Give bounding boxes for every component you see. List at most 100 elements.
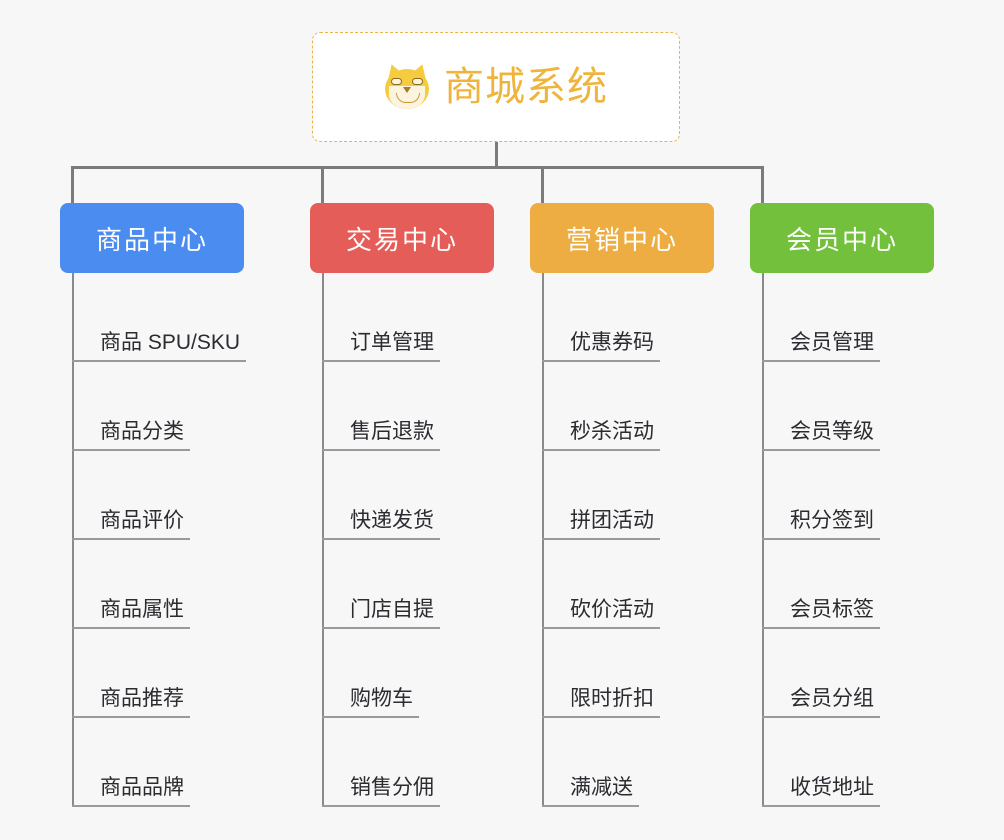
leaf-item[interactable]: 商品品牌 bbox=[60, 718, 280, 807]
leaf-item-underline bbox=[322, 538, 440, 540]
leaf-item-underline bbox=[322, 627, 440, 629]
leaf-item[interactable]: 购物车 bbox=[310, 629, 530, 718]
branch-trunk-line-2 bbox=[322, 273, 324, 807]
leaf-item-underline bbox=[72, 538, 190, 540]
leaf-item-label: 限时折扣 bbox=[570, 687, 654, 710]
connector-drop-4 bbox=[760, 166, 764, 203]
branch-trunk-line-4 bbox=[762, 273, 764, 807]
leaf-item[interactable]: 拼团活动 bbox=[530, 451, 750, 540]
leaf-list-3: 优惠券码秒杀活动拼团活动砍价活动限时折扣满减送 bbox=[530, 273, 750, 807]
leaf-item-label: 会员标签 bbox=[790, 598, 874, 621]
leaf-item[interactable]: 会员管理 bbox=[750, 273, 970, 362]
leaf-item-underline bbox=[322, 716, 419, 718]
branch-header-1[interactable]: 商品中心 bbox=[60, 203, 244, 273]
leaf-item-underline bbox=[72, 449, 190, 451]
leaf-item-underline bbox=[72, 360, 246, 362]
leaf-item-underline bbox=[542, 805, 639, 807]
branch-header-3[interactable]: 营销中心 bbox=[530, 203, 714, 273]
connector-drop-2 bbox=[320, 166, 324, 203]
leaf-item-underline bbox=[762, 805, 880, 807]
leaf-item-label: 拼团活动 bbox=[570, 509, 654, 532]
branch-header-2[interactable]: 交易中心 bbox=[310, 203, 494, 273]
branch-column-3: 营销中心优惠券码秒杀活动拼团活动砍价活动限时折扣满减送 bbox=[530, 203, 750, 807]
leaf-item[interactable]: 会员等级 bbox=[750, 362, 970, 451]
leaf-item[interactable]: 商品属性 bbox=[60, 540, 280, 629]
leaf-item-underline bbox=[762, 449, 880, 451]
leaf-item-label: 商品分类 bbox=[100, 420, 184, 443]
leaf-item-underline bbox=[542, 716, 660, 718]
leaf-item-label: 商品评价 bbox=[100, 509, 184, 532]
leaf-item-underline bbox=[762, 360, 880, 362]
leaf-item[interactable]: 砍价活动 bbox=[530, 540, 750, 629]
leaf-item[interactable]: 订单管理 bbox=[310, 273, 530, 362]
leaf-item[interactable]: 门店自提 bbox=[310, 540, 530, 629]
leaf-item[interactable]: 商品分类 bbox=[60, 362, 280, 451]
leaf-item-label: 售后退款 bbox=[350, 420, 434, 443]
leaf-item[interactable]: 会员分组 bbox=[750, 629, 970, 718]
branch-header-label: 会员中心 bbox=[785, 224, 898, 255]
leaf-item-label: 收货地址 bbox=[790, 776, 874, 799]
leaf-item-underline bbox=[322, 360, 440, 362]
leaf-item[interactable]: 限时折扣 bbox=[530, 629, 750, 718]
leaf-item[interactable]: 商品推荐 bbox=[60, 629, 280, 718]
leaf-item-label: 商品 SPU/SKU bbox=[100, 331, 241, 354]
leaf-item[interactable]: 销售分佣 bbox=[310, 718, 530, 807]
leaf-item-underline bbox=[322, 449, 440, 451]
leaf-item[interactable]: 优惠券码 bbox=[530, 273, 750, 362]
leaf-item[interactable]: 满减送 bbox=[530, 718, 750, 807]
leaf-item-label: 购物车 bbox=[350, 687, 413, 710]
leaf-item-label: 优惠券码 bbox=[570, 331, 654, 354]
connector-horizontal-bus bbox=[72, 166, 762, 169]
leaf-item-underline bbox=[322, 805, 440, 807]
leaf-item[interactable]: 收货地址 bbox=[750, 718, 970, 807]
leaf-item-label: 会员等级 bbox=[790, 420, 874, 443]
leaf-item[interactable]: 会员标签 bbox=[750, 540, 970, 629]
branch-header-label: 商品中心 bbox=[95, 224, 208, 255]
branch-column-4: 会员中心会员管理会员等级积分签到会员标签会员分组收货地址 bbox=[750, 203, 970, 807]
root-node-title: 商城系统 bbox=[444, 65, 608, 109]
branch-header-4[interactable]: 会员中心 bbox=[750, 203, 934, 273]
leaf-item-label: 商品品牌 bbox=[100, 776, 184, 799]
leaf-item-label: 积分签到 bbox=[790, 509, 874, 532]
branch-header-label: 营销中心 bbox=[565, 224, 678, 255]
leaf-item-label: 销售分佣 bbox=[350, 776, 434, 799]
branch-column-1: 商品中心商品 SPU/SKU 商品分类商品评价商品属性商品推荐商品品牌 bbox=[60, 203, 280, 807]
leaf-item[interactable]: 快递发货 bbox=[310, 451, 530, 540]
leaf-item[interactable]: 秒杀活动 bbox=[530, 362, 750, 451]
connector-drop-1 bbox=[70, 166, 74, 203]
leaf-item-label: 商品属性 bbox=[100, 598, 184, 621]
branch-header-label: 交易中心 bbox=[345, 224, 458, 255]
leaf-item-label: 满减送 bbox=[570, 776, 633, 799]
root-node-shop-system[interactable]: 商城系统 bbox=[312, 32, 680, 142]
connector-root-stem bbox=[494, 142, 498, 169]
leaf-list-4: 会员管理会员等级积分签到会员标签会员分组收货地址 bbox=[750, 273, 970, 807]
leaf-item[interactable]: 商品 SPU/SKU bbox=[60, 273, 280, 362]
leaf-item[interactable]: 售后退款 bbox=[310, 362, 530, 451]
branch-column-2: 交易中心订单管理售后退款快递发货门店自提购物车销售分佣 bbox=[310, 203, 530, 807]
leaf-item-underline bbox=[762, 716, 880, 718]
branch-trunk-line-3 bbox=[542, 273, 544, 807]
shiba-dog-face-icon bbox=[383, 61, 431, 110]
leaf-list-1: 商品 SPU/SKU 商品分类商品评价商品属性商品推荐商品品牌 bbox=[60, 273, 280, 807]
leaf-item[interactable]: 积分签到 bbox=[750, 451, 970, 540]
leaf-item-underline bbox=[762, 627, 880, 629]
leaf-item-underline bbox=[72, 627, 190, 629]
leaf-item-label: 门店自提 bbox=[350, 598, 434, 621]
leaf-item-label: 商品推荐 bbox=[100, 687, 184, 710]
leaf-item-underline bbox=[542, 538, 660, 540]
leaf-item-underline bbox=[72, 716, 190, 718]
leaf-item-label: 订单管理 bbox=[350, 331, 434, 354]
leaf-item-underline bbox=[762, 538, 880, 540]
leaf-item-underline bbox=[542, 449, 660, 451]
leaf-item-underline bbox=[542, 360, 660, 362]
leaf-item-label: 砍价活动 bbox=[570, 598, 654, 621]
branch-trunk-line-1 bbox=[72, 273, 74, 807]
leaf-item-underline bbox=[72, 805, 190, 807]
leaf-item-label: 会员分组 bbox=[790, 687, 874, 710]
connector-drop-3 bbox=[540, 166, 544, 203]
leaf-item-label: 秒杀活动 bbox=[570, 420, 654, 443]
leaf-item[interactable]: 商品评价 bbox=[60, 451, 280, 540]
leaf-item-underline bbox=[542, 627, 660, 629]
leaf-list-2: 订单管理售后退款快递发货门店自提购物车销售分佣 bbox=[310, 273, 530, 807]
